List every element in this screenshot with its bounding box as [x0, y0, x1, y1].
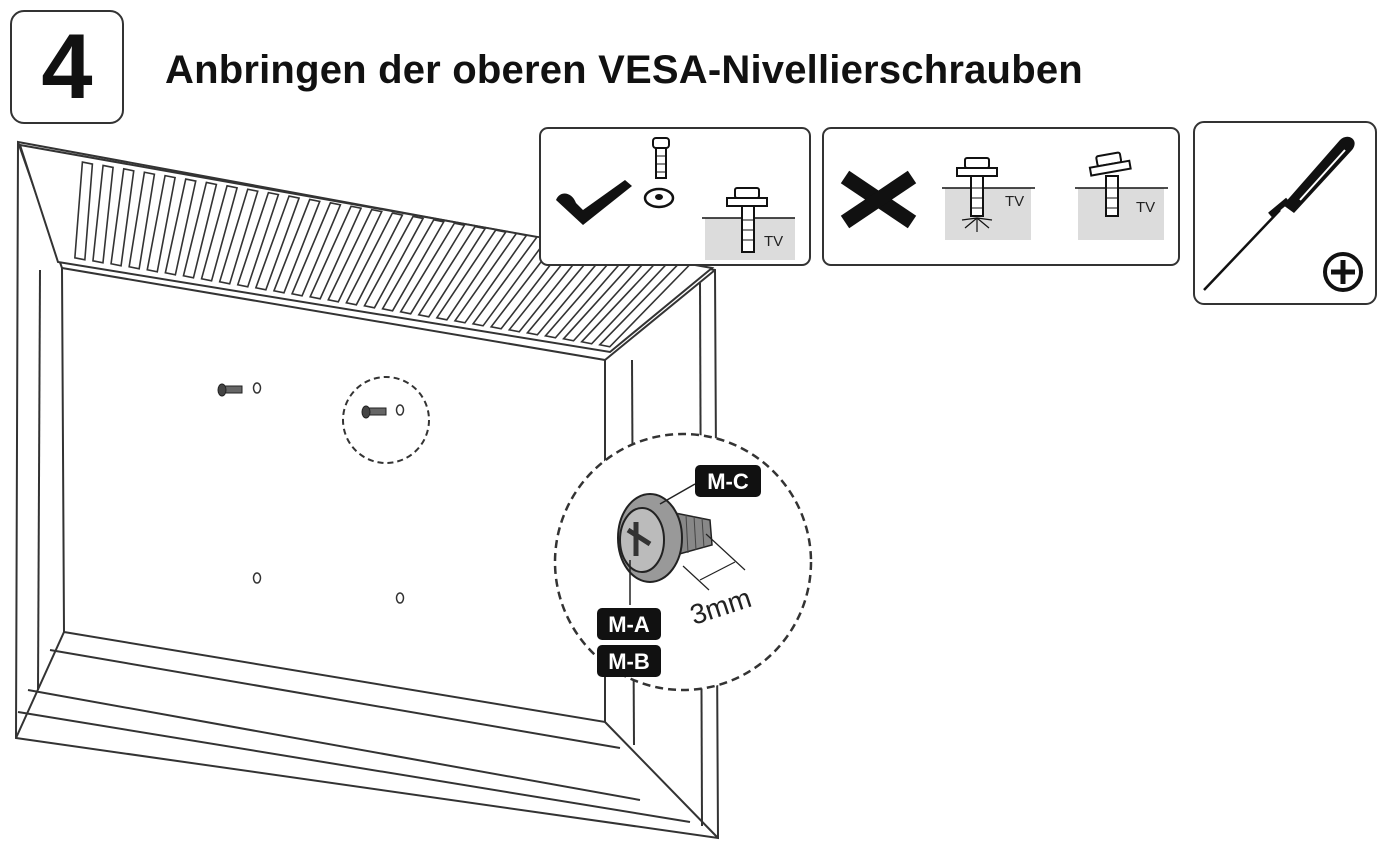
overtightened-icon: TV — [942, 157, 1035, 240]
tv-label-2: TV — [1136, 199, 1155, 216]
washer-icon — [643, 187, 675, 209]
step-number: 4 — [10, 10, 124, 124]
tilted-screw-icon: TV — [1075, 151, 1168, 240]
vent-slat — [74, 161, 94, 261]
svg-text:M-C: M-C — [707, 469, 749, 494]
vent-slat — [381, 218, 445, 312]
screw-icon — [652, 137, 670, 179]
wrong-panel: TV TV — [822, 127, 1180, 266]
vent-slat — [200, 184, 239, 282]
vent-slat — [309, 205, 363, 300]
phillips-head-icon — [1323, 252, 1363, 292]
vent-slat — [128, 171, 156, 270]
vent-slat — [290, 201, 342, 297]
vent-slat — [218, 188, 259, 285]
label-m-a: M-A — [597, 608, 661, 640]
installed-screw-left — [217, 383, 243, 397]
correct-panel: TV — [539, 127, 811, 266]
page-title: Anbringen der oberen VESA-Nivellierschra… — [165, 48, 1083, 92]
tool-panel — [1193, 121, 1377, 305]
check-mark-icon — [556, 180, 632, 225]
vent-slat — [254, 195, 301, 291]
vent-slat — [453, 232, 528, 324]
cross-mark-icon — [840, 170, 917, 229]
svg-text:M-A: M-A — [608, 612, 650, 637]
highlight-circle — [342, 376, 430, 464]
tv-label-1: TV — [1005, 193, 1024, 210]
vesa-holes — [252, 382, 405, 604]
vent-slat — [363, 215, 425, 309]
installed-screw-right — [361, 405, 387, 419]
vent-slat — [236, 191, 280, 288]
vent-slat — [417, 225, 487, 318]
label-m-b: M-B — [597, 645, 661, 677]
phillips-screwdriver-icon — [1203, 136, 1355, 291]
tv-label: TV — [764, 233, 783, 250]
gap-dimension — [682, 533, 746, 591]
correct-install-icon: TV — [702, 187, 795, 260]
vent-slat — [164, 178, 197, 276]
vent-slat — [110, 167, 135, 267]
vent-slat — [435, 229, 508, 321]
screw-closeup — [617, 493, 713, 583]
detail-callout: 3mm M-C M-A M-B — [553, 432, 813, 692]
vent-slat — [272, 198, 321, 294]
vent-slat — [92, 164, 114, 264]
label-m-c: M-C — [695, 465, 761, 497]
svg-text:M-B: M-B — [608, 649, 650, 674]
vent-slat — [345, 212, 404, 306]
vent-slat — [399, 222, 466, 315]
vent-slat — [146, 174, 177, 273]
vent-slat — [327, 208, 383, 303]
vent-slat — [182, 181, 218, 279]
